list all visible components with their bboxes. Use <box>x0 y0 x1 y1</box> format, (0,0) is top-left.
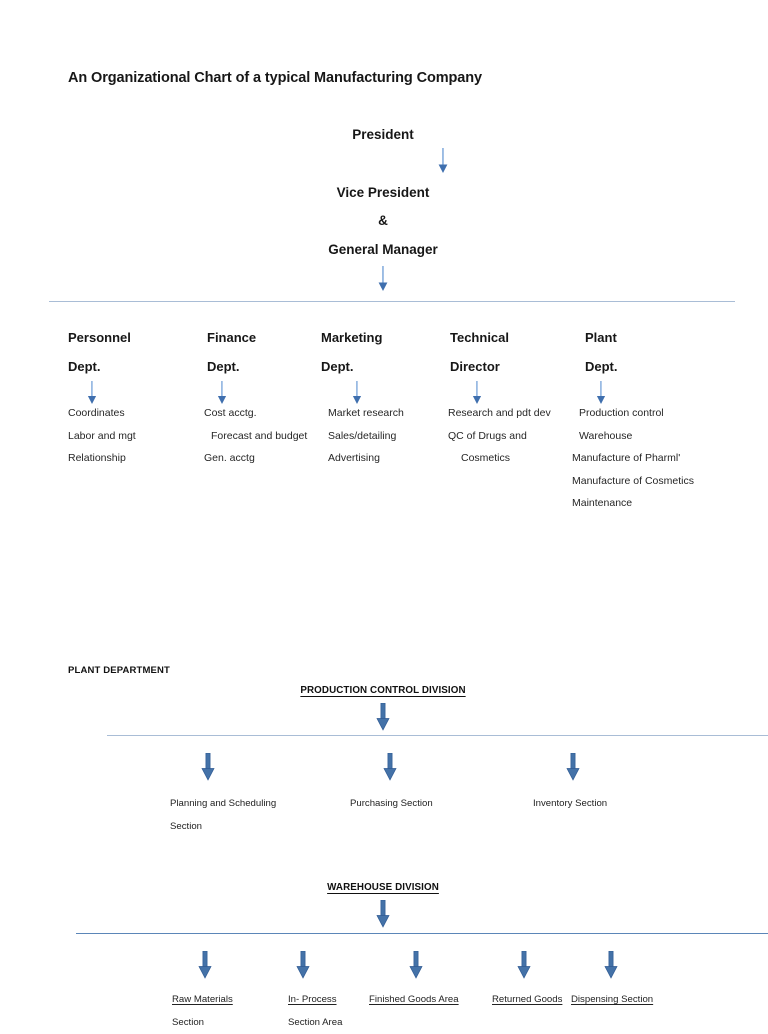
dept-items-marketing: Market research Sales/detailing Advertis… <box>328 402 404 470</box>
list-item: Gen. acctg <box>204 452 255 465</box>
section-label-line2: Section Area <box>288 1017 343 1028</box>
section-label-line2: Section <box>172 1017 204 1028</box>
dept-items-finance: Cost acctg. Forecast and budget Gen. acc… <box>204 402 307 470</box>
arrow-president-to-vp-icon <box>438 148 449 174</box>
list-item: Market research <box>328 407 404 419</box>
node-general-manager: General Manager <box>328 242 438 257</box>
arrow-in-process-icon <box>296 951 311 979</box>
dept-name-personnel: Personnel <box>68 330 131 345</box>
dept-suffix-technical: Director <box>450 359 500 374</box>
dept-name-marketing: Marketing <box>321 330 383 345</box>
arrow-planning-scheduling-icon <box>201 753 216 781</box>
arrow-raw-materials-icon <box>198 951 213 979</box>
arrow-production-control-icon <box>376 703 391 731</box>
list-item: Cost acctg. <box>204 407 257 419</box>
list-item: Coordinates <box>68 407 125 419</box>
arrow-inventory-icon <box>566 753 581 781</box>
list-item: Maintenance <box>572 497 633 510</box>
division-title-warehouse: WAREHOUSE DIVISION <box>327 882 439 893</box>
page-title: An Organizational Chart of a typical Man… <box>68 70 482 86</box>
dept-suffix-marketing: Dept. <box>321 359 354 374</box>
section-label: Raw Materials <box>172 994 233 1005</box>
warehouse-divider <box>76 933 768 934</box>
section-label: Returned Goods <box>492 994 563 1005</box>
dept-header-technical: Technical Director <box>450 323 509 381</box>
arrow-finance-icon <box>217 381 228 405</box>
arrow-warehouse-icon <box>376 900 391 928</box>
arrow-plant-icon <box>596 381 607 405</box>
section-label: Purchasing Section <box>350 798 433 809</box>
section-in-process: In- Process Section Area <box>288 988 342 1034</box>
section-finished-goods: Finished Goods Area <box>369 988 459 1011</box>
dept-name-technical: Technical <box>450 330 510 345</box>
dept-items-personnel: Coordinates Labor and mgt Relationship <box>68 402 136 470</box>
list-item: Forecast and budget <box>211 429 308 442</box>
dept-header-personnel: Personnel Dept. <box>68 323 131 381</box>
arrow-returned-goods-icon <box>517 951 532 979</box>
list-item: QC of Drugs and <box>448 429 527 442</box>
list-item: Manufacture of Pharml' <box>572 452 681 465</box>
list-item: Production control <box>579 407 664 419</box>
dept-items-technical: Research and pdt dev QC of Drugs and Cos… <box>448 402 551 470</box>
list-item: Manufacture of Cosmetics <box>572 474 694 487</box>
plant-department-heading: PLANT DEPARTMENT <box>68 665 170 676</box>
production-control-divider <box>107 735 768 736</box>
dept-name-plant: Plant <box>585 330 617 345</box>
arrow-finished-goods-icon <box>409 951 424 979</box>
section-label: In- Process <box>288 994 337 1005</box>
arrow-technical-icon <box>472 381 483 405</box>
dept-suffix-personnel: Dept. <box>68 359 101 374</box>
list-item: Cosmetics <box>461 452 511 465</box>
dept-header-plant: Plant Dept. <box>585 323 618 381</box>
node-ampersand: & <box>378 213 388 228</box>
section-dispensing: Dispensing Section <box>571 988 653 1011</box>
section-returned-goods: Returned Goods <box>492 988 562 1011</box>
departments-divider <box>49 301 735 302</box>
arrow-gm-to-departments-icon <box>378 266 389 292</box>
dept-suffix-plant: Dept. <box>585 359 618 374</box>
dept-suffix-finance: Dept. <box>207 359 240 374</box>
section-label: Planning and Scheduling <box>170 798 277 809</box>
arrow-personnel-icon <box>87 381 98 405</box>
section-label: Finished Goods Area <box>369 994 459 1005</box>
section-label: Dispensing Section <box>571 994 654 1005</box>
list-item: Sales/detailing <box>328 429 397 442</box>
node-vice-president: Vice President <box>336 185 430 200</box>
section-label-line2: Section <box>170 821 202 832</box>
division-title-production-control: PRODUCTION CONTROL DIVISION <box>300 685 466 696</box>
arrow-dispensing-icon <box>604 951 619 979</box>
arrow-purchasing-icon <box>383 753 398 781</box>
dept-items-plant: Production control Warehouse Manufacture… <box>572 402 694 515</box>
section-purchasing: Purchasing Section <box>350 792 433 815</box>
list-item: Relationship <box>68 452 126 465</box>
dept-name-finance: Finance <box>207 330 257 345</box>
section-inventory: Inventory Section <box>533 792 607 815</box>
node-president: President <box>352 127 414 142</box>
list-item: Warehouse <box>579 429 633 442</box>
list-item: Labor and mgt <box>68 429 136 442</box>
section-planning-scheduling: Planning and Scheduling Section <box>170 792 276 838</box>
arrow-marketing-icon <box>352 381 363 405</box>
section-raw-materials: Raw Materials Section <box>172 988 233 1034</box>
dept-header-finance: Finance Dept. <box>207 323 256 381</box>
list-item: Research and pdt dev <box>448 407 551 419</box>
section-label: Inventory Section <box>533 798 608 809</box>
list-item: Advertising <box>328 452 380 465</box>
dept-header-marketing: Marketing Dept. <box>321 323 382 381</box>
